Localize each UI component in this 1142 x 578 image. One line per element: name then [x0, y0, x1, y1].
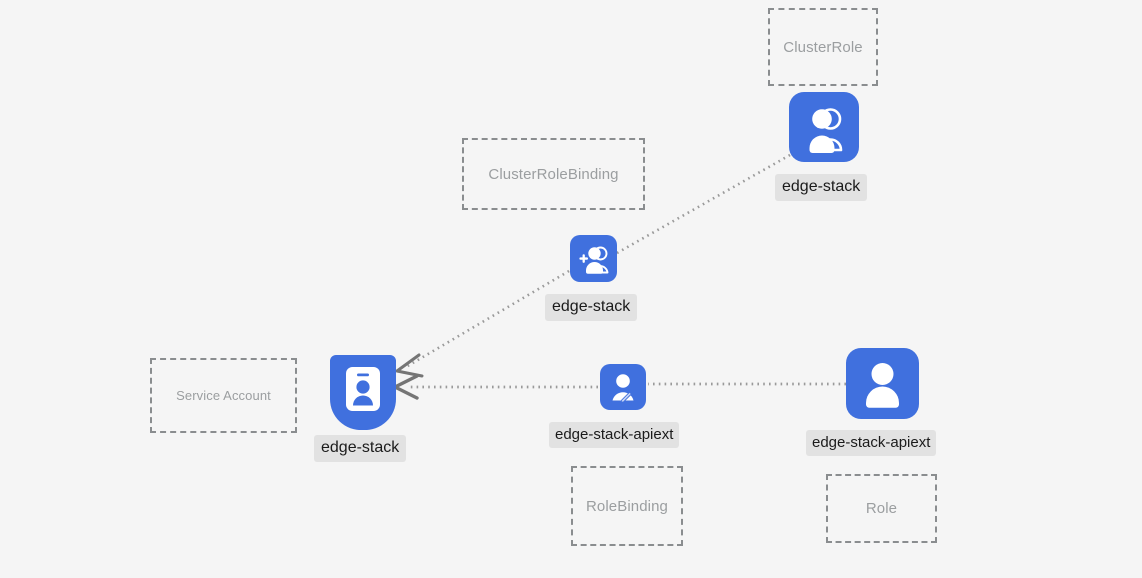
node-label-chip: edge-stack: [775, 174, 868, 201]
user-icon[interactable]: [846, 348, 919, 419]
node-rolebinding[interactable]: [600, 364, 646, 410]
type-box-label: Role: [865, 500, 898, 517]
arrowhead-rolebinding: [393, 374, 419, 400]
node-label-chip: edge-stack-apiext: [549, 422, 680, 448]
node-label-chip: edge-stack-apiext: [806, 430, 937, 456]
type-box-label: Service Account: [176, 388, 271, 403]
type-box-rolebinding: RoleBinding: [571, 466, 683, 546]
node-label-text: edge-stack-apiext: [812, 434, 931, 451]
node-label-chip: edge-stack: [545, 294, 638, 321]
node-clusterrolebinding[interactable]: [570, 235, 617, 282]
type-box-label: ClusterRoleBinding: [488, 165, 619, 183]
node-serviceaccount[interactable]: [330, 355, 396, 430]
id-badge-icon[interactable]: [330, 355, 396, 430]
user-edit-icon[interactable]: [600, 364, 646, 410]
node-label-text: edge-stack-apiext: [555, 426, 674, 443]
user-add-icon[interactable]: [570, 235, 617, 282]
arrowhead-clusterrolebinding: [395, 353, 424, 378]
type-box-role: Role: [826, 474, 937, 543]
type-box-serviceaccount: Service Account: [150, 358, 297, 433]
node-label-text: edge-stack: [321, 439, 400, 456]
type-box-label: ClusterRole: [783, 38, 863, 56]
node-label-text: edge-stack: [782, 178, 861, 195]
type-box-clusterrolebinding: ClusterRoleBinding: [462, 138, 645, 210]
node-label-text: edge-stack: [552, 298, 631, 315]
node-role[interactable]: [846, 348, 919, 419]
type-box-clusterrole: ClusterRole: [768, 8, 878, 86]
type-box-label: RoleBinding: [586, 497, 668, 515]
user-group-icon[interactable]: [789, 92, 859, 162]
node-label-chip: edge-stack: [314, 435, 407, 462]
node-clusterrole[interactable]: [789, 92, 859, 162]
